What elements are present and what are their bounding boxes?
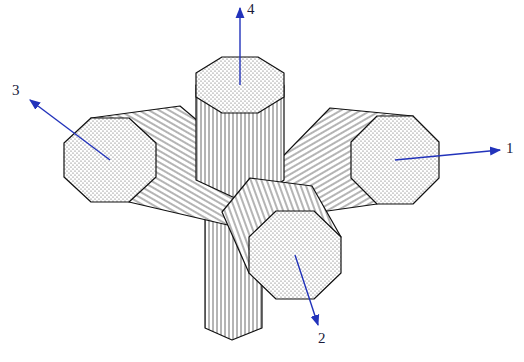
axis-arrow	[30, 100, 110, 160]
callout-number: 4	[247, 1, 255, 17]
callout-number: 2	[318, 330, 326, 346]
axis-arrow	[239, 8, 240, 85]
axis-arrow	[395, 150, 500, 160]
callout-number: 1	[506, 140, 514, 156]
callout-number: 3	[12, 82, 20, 98]
axis-arrow	[295, 255, 318, 325]
